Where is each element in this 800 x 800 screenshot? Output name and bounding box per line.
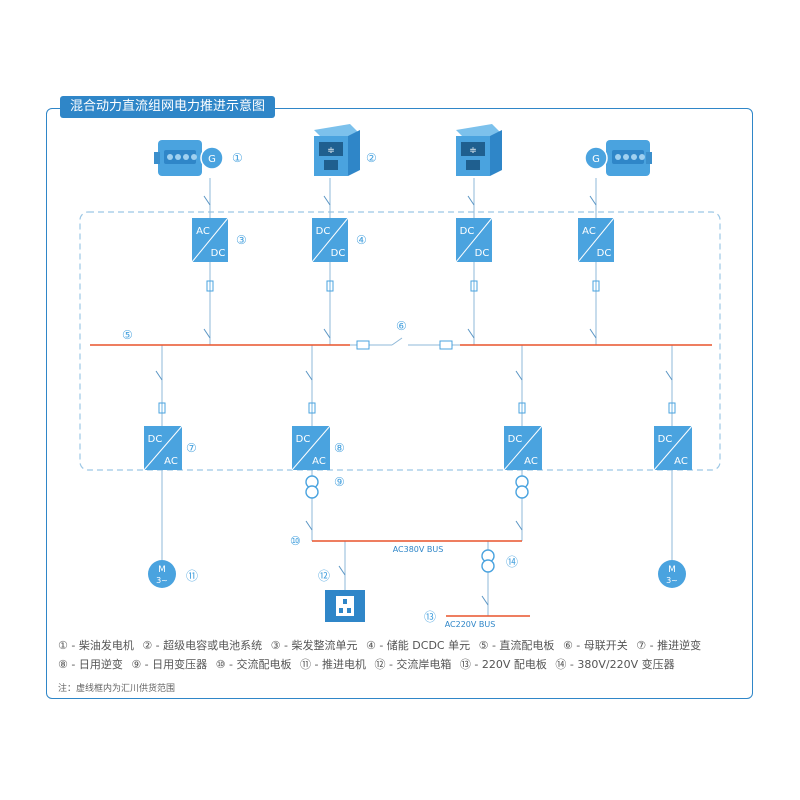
- supply-scope-box: [79, 211, 721, 471]
- svg-text:AC: AC: [196, 226, 210, 237]
- fuses: [158, 280, 676, 414]
- svg-text:DC: DC: [331, 248, 346, 259]
- legend-item: ⑩ - 交流配电板: [215, 658, 292, 671]
- transformer-daily: [305, 475, 319, 499]
- svg-text:DC: DC: [658, 434, 673, 445]
- svg-text:DC: DC: [148, 434, 163, 445]
- svg-text:G: G: [208, 154, 216, 165]
- svg-text:DC: DC: [597, 248, 612, 259]
- diagram-title: 混合动力直流组网电力推进示意图: [60, 96, 276, 118]
- converter-c2: DC DC: [311, 217, 349, 263]
- svg-text:DC: DC: [316, 226, 331, 237]
- bus-tie-switch: [350, 337, 460, 350]
- legend-item: ⑭ - 380V/220V 变压器: [555, 658, 675, 671]
- legend-item: ④ - 储能 DCDC 单元: [365, 639, 471, 652]
- svg-text:AC: AC: [524, 456, 538, 467]
- svg-text:⑨: ⑨: [334, 475, 345, 489]
- svg-text:④: ④: [356, 233, 367, 247]
- svg-text:AC: AC: [674, 456, 688, 467]
- legend-row-1: ① - 柴油发电机 ② - 超级电容或电池系统 ③ - 柴发整流单元 ④ - 储…: [58, 637, 706, 653]
- svg-text:⑬: ⑬: [424, 610, 436, 624]
- svg-text:AC: AC: [312, 456, 326, 467]
- svg-text:②: ②: [366, 151, 377, 165]
- storage-cabinet-left-icon: ≑: [314, 124, 360, 176]
- legend-item: ⑧ - 日用逆变: [58, 658, 123, 671]
- legend-item: ⑨ - 日用变压器: [131, 658, 208, 671]
- legend-item: ⑪ - 推进电机: [299, 658, 366, 671]
- inverter-i2: DC AC: [291, 425, 331, 471]
- top-feeders: [209, 178, 597, 345]
- legend-item: ⑤ - 直流配电板: [478, 639, 555, 652]
- legend-item: ⑥ - 母联开关: [562, 639, 628, 652]
- svg-text:≑: ≑: [327, 146, 335, 156]
- svg-text:③: ③: [236, 233, 247, 247]
- svg-text:①: ①: [232, 151, 243, 165]
- legend-row-2: ⑧ - 日用逆变 ⑨ - 日用变压器 ⑩ - 交流配电板 ⑪ - 推进电机 ⑫ …: [58, 656, 680, 672]
- legend-item: ② - 超级电容或电池系统: [142, 639, 263, 652]
- diesel-generator-right-icon: G: [584, 140, 652, 176]
- inverter-i4: DC AC: [653, 425, 693, 471]
- svg-text:AC: AC: [164, 456, 178, 467]
- svg-text:⑩: ⑩: [290, 534, 301, 548]
- svg-text:DC: DC: [296, 434, 311, 445]
- legend-item: ① - 柴油发电机: [58, 639, 134, 652]
- transformer-380-220: [481, 549, 495, 573]
- converter-c1: AC DC: [191, 217, 229, 263]
- svg-text:M: M: [668, 565, 676, 575]
- callouts: ① ② ③ ④ ⑤ ⑥ ⑦ ⑧ ⑨ ⑩ ⑪ ⑫ ⑬ ⑭: [122, 151, 518, 624]
- converter-c3: DC DC: [455, 217, 493, 263]
- diesel-generator-left-icon: G: [154, 140, 224, 176]
- ac380-bus-label: AC380V BUS: [393, 545, 444, 554]
- svg-text:DC: DC: [475, 248, 490, 259]
- legend-item: ⑦ - 推进逆变: [636, 639, 702, 652]
- svg-text:DC: DC: [211, 248, 226, 259]
- inverter-i3: DC AC: [503, 425, 543, 471]
- bottom-feeders: [161, 345, 673, 616]
- diagram-frame: [46, 108, 753, 699]
- propulsion-motor-right-icon: M 3~: [658, 560, 686, 588]
- svg-text:⑫: ⑫: [318, 569, 330, 583]
- svg-text:⑦: ⑦: [186, 441, 197, 455]
- propulsion-motor-left-icon: M 3~: [148, 560, 176, 588]
- svg-text:DC: DC: [508, 434, 523, 445]
- legend-item: ③ - 柴发整流单元: [270, 639, 358, 652]
- ac220-bus-label: AC220V BUS: [445, 620, 496, 629]
- inverter-i1: DC AC: [143, 425, 183, 471]
- legend-item: ⑫ - 交流岸电箱: [374, 658, 452, 671]
- svg-text:G: G: [592, 154, 600, 165]
- svg-text:≑: ≑: [469, 146, 477, 156]
- scope-note: 注：虚线框内为汇川供货范围: [58, 684, 176, 694]
- svg-text:⑪: ⑪: [186, 569, 198, 583]
- converter-c4: AC DC: [577, 217, 615, 263]
- svg-text:AC: AC: [582, 226, 596, 237]
- shore-power-box-icon: [325, 590, 365, 622]
- svg-text:DC: DC: [460, 226, 475, 237]
- svg-text:⑭: ⑭: [506, 555, 518, 569]
- svg-text:⑥: ⑥: [396, 319, 407, 333]
- svg-text:⑧: ⑧: [334, 441, 345, 455]
- svg-text:M: M: [158, 565, 166, 575]
- svg-text:⑤: ⑤: [122, 328, 133, 342]
- svg-text:3~: 3~: [156, 576, 168, 585]
- transformer-daily-2: [515, 475, 529, 499]
- legend-item: ⑬ - 220V 配电板: [459, 658, 547, 671]
- svg-text:3~: 3~: [666, 576, 678, 585]
- storage-cabinet-right-icon: ≑: [456, 124, 502, 176]
